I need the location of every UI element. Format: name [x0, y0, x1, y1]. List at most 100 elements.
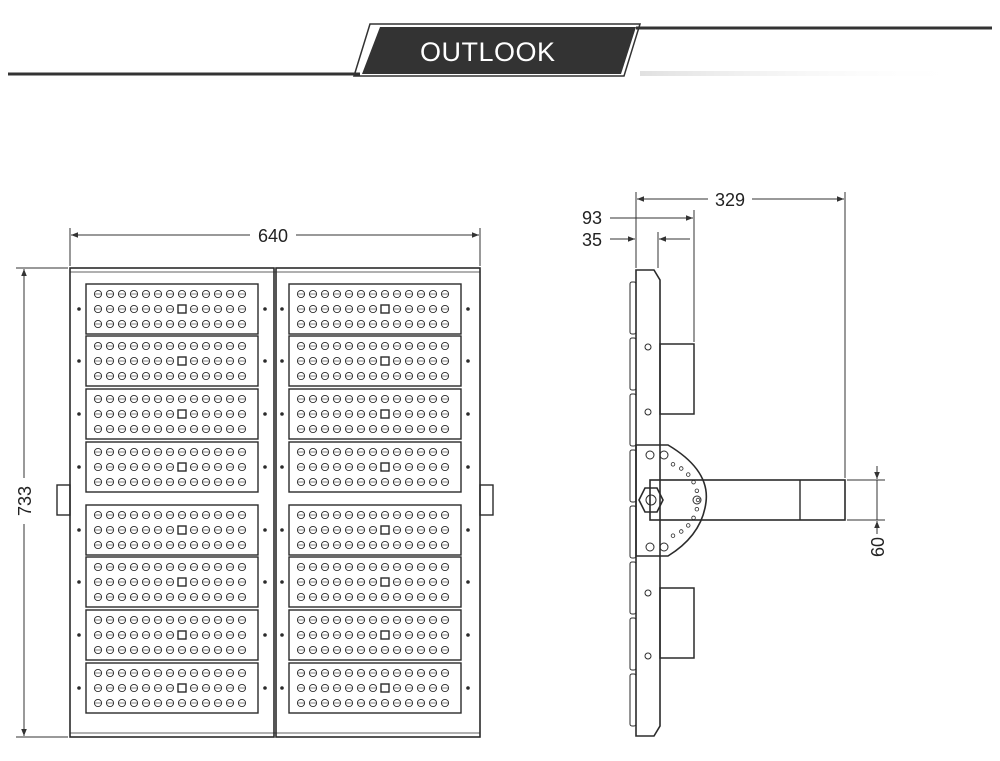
dim-35-label: 35	[582, 230, 602, 250]
module-side-dot	[466, 307, 470, 311]
driver-box-bottom	[659, 587, 695, 659]
side-led-segment	[629, 449, 637, 503]
bracket-hole	[686, 523, 691, 528]
led-module	[85, 556, 259, 608]
module-side-dot	[280, 528, 284, 532]
led-module	[288, 609, 462, 661]
module-square	[177, 630, 187, 640]
module-square	[177, 304, 187, 314]
bracket-hole	[695, 497, 701, 503]
bracket-hole	[670, 462, 676, 467]
bracket-hole	[670, 533, 676, 538]
page-title: OUTLOOK	[420, 37, 556, 67]
side-led-segment	[629, 561, 637, 615]
bracket-hole	[679, 466, 684, 471]
screw-4	[644, 652, 652, 660]
module-side-dot	[77, 528, 81, 532]
banner-outline	[352, 23, 642, 77]
dim-329-label: 329	[715, 190, 745, 210]
module-square	[380, 462, 390, 472]
banner-shape	[362, 27, 636, 74]
module-side-dot	[263, 686, 267, 690]
module-side-dot	[263, 307, 267, 311]
module-side-dot	[77, 307, 81, 311]
screw-2	[644, 408, 652, 416]
module-side-dot	[77, 633, 81, 637]
module-square	[380, 577, 390, 587]
bracket-hole	[679, 529, 684, 534]
hex-nut-center	[645, 494, 657, 506]
module-square	[380, 683, 390, 693]
bracket-hole	[694, 488, 700, 494]
outlook-header: OUTLOOK	[0, 0, 1000, 90]
module-side-dot	[77, 686, 81, 690]
bracket-bolt-4	[659, 542, 669, 552]
screw-1	[644, 343, 652, 351]
module-side-dot	[280, 633, 284, 637]
led-module	[85, 388, 259, 440]
module-side-dot	[280, 307, 284, 311]
front-frame-left	[69, 267, 275, 738]
module-side-dot	[280, 412, 284, 416]
module-square	[380, 630, 390, 640]
led-module	[288, 283, 462, 335]
led-module	[288, 388, 462, 440]
bracket-hole	[691, 479, 696, 485]
front-mount-left	[56, 484, 71, 516]
bracket-hole	[694, 506, 700, 512]
module-side-dot	[77, 412, 81, 416]
led-module	[85, 441, 259, 493]
module-square	[380, 304, 390, 314]
led-module	[288, 441, 462, 493]
side-led-segments	[629, 281, 637, 727]
side-led-segment	[629, 337, 637, 391]
module-side-dot	[466, 528, 470, 532]
led-module	[288, 662, 462, 714]
module-side-dot	[466, 465, 470, 469]
screw-3	[644, 589, 652, 597]
bracket-bolt-2	[659, 450, 669, 460]
module-square	[380, 356, 390, 366]
module-side-dot	[263, 580, 267, 584]
led-module	[288, 556, 462, 608]
led-module	[288, 504, 462, 556]
led-module	[85, 504, 259, 556]
side-led-segment	[629, 281, 637, 335]
module-side-dot	[280, 359, 284, 363]
module-side-dot	[280, 580, 284, 584]
bracket-plate	[635, 444, 708, 557]
hex-nut	[638, 487, 664, 513]
arm-pin	[692, 495, 702, 505]
mounting-arm	[649, 479, 846, 521]
module-side-dot	[466, 633, 470, 637]
side-view	[610, 192, 885, 737]
side-led-segment	[629, 673, 637, 727]
front-frame-right	[275, 267, 481, 738]
dim-733-label: 733	[15, 486, 35, 516]
module-square	[380, 409, 390, 419]
module-square	[177, 525, 187, 535]
dim-640-label: 640	[258, 226, 288, 246]
driver-box-top	[659, 343, 695, 415]
module-square	[177, 577, 187, 587]
module-square	[177, 683, 187, 693]
bracket-bolt-3	[645, 542, 655, 552]
header-fade	[640, 71, 970, 76]
side-led-segment	[629, 505, 637, 559]
side-led-segment	[629, 617, 637, 671]
led-module	[288, 335, 462, 387]
module-side-dot	[466, 359, 470, 363]
dim-60-label: 60	[868, 537, 888, 557]
module-side-dot	[280, 465, 284, 469]
front-view	[16, 228, 494, 738]
module-side-dot	[77, 465, 81, 469]
module-square	[177, 409, 187, 419]
module-side-dot	[77, 580, 81, 584]
module-side-dot	[263, 412, 267, 416]
dim-93-label: 93	[582, 208, 602, 228]
bracket-hole	[686, 472, 691, 477]
bracket-holes	[670, 462, 701, 538]
module-side-dot	[263, 528, 267, 532]
bracket-bolt-1	[645, 450, 655, 460]
